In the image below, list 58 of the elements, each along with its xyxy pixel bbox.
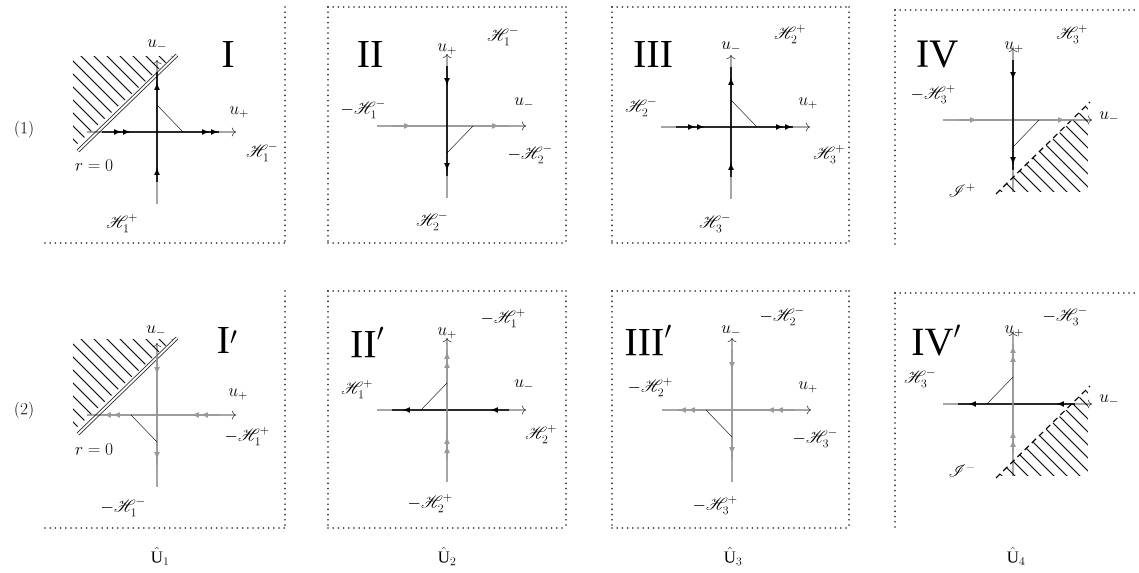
axis-label: $\mathscr{H}_1^-$ [246, 144, 277, 162]
axis-label: $u_+$ [798, 97, 817, 109]
column-label: $\hat{\mathrm{U}}_3$ [724, 546, 742, 566]
axis-label: $u_-$ [1099, 111, 1118, 120]
axis-label: $u_-$ [146, 325, 165, 334]
axis-label: $r=0$ [75, 443, 113, 455]
axis-label: $-\mathscr{H}_1^+$ [481, 308, 525, 328]
axis-label: $\mathscr{H}_1^-$ [487, 28, 518, 46]
axis-label: $\mathscr{H}_3^+$ [813, 144, 844, 164]
region-numeral: $\mathrm{IV}$ [917, 40, 958, 68]
row-label: $(2)$ [15, 401, 33, 419]
region-numeral: $\mathrm{I}'$ [218, 326, 237, 354]
axis-label: $u_+$ [228, 388, 247, 400]
axis-label: $\mathscr{H}_3^-$ [904, 370, 935, 388]
axis-label: $u_+$ [437, 43, 456, 55]
row-label: $(1)$ [15, 120, 33, 138]
axis-label: $-\mathscr{H}_1^+$ [225, 426, 269, 446]
axis-label: $r=0$ [75, 159, 113, 171]
axis-label: $u_-$ [721, 325, 740, 334]
axis-label: $u_-$ [147, 39, 166, 48]
axis-label: $-\mathscr{H}_3^-$ [1043, 308, 1087, 326]
axis-label: $u_+$ [437, 327, 456, 339]
axis-label: $\mathscr{H}_2^+$ [525, 424, 556, 444]
axis-label: $-\mathscr{H}_2^+$ [408, 493, 452, 513]
axis-label: $-\mathscr{H}_1^-$ [101, 499, 145, 517]
axis-label: $u_+$ [229, 106, 248, 118]
region-numeral: $\mathrm{I}$ [222, 40, 234, 68]
axis-label: $\mathscr{H}_2^-$ [416, 213, 447, 231]
axis-label: $\mathscr{H}_1^+$ [106, 213, 137, 233]
column-label: $\hat{\mathrm{U}}_4$ [1007, 546, 1025, 566]
axis-label: $u_-$ [514, 379, 533, 388]
region-numeral: $\mathrm{IV}'$ [912, 324, 960, 356]
axis-label: $\mathscr{H}_1^+$ [341, 379, 372, 399]
axis-label: $\mathscr{I}^-$ [949, 464, 975, 477]
axis-label: $-\mathscr{H}_1^-$ [341, 101, 385, 119]
axis-label: $-\mathscr{H}_2^-$ [760, 308, 804, 326]
axis-label: $\mathscr{I}^+$ [949, 183, 975, 197]
axis-label: $-\mathscr{H}_2^+$ [628, 377, 672, 397]
region-numeral: $\mathrm{II}'$ [351, 326, 384, 358]
axis-label: $u_+$ [1004, 325, 1023, 337]
axis-label: $u_+$ [798, 381, 817, 393]
axis-label: $-\mathscr{H}_3^+$ [911, 84, 955, 104]
axis-label: $\mathscr{H}_2^-$ [625, 99, 656, 117]
column-label: $\hat{\mathrm{U}}_2$ [438, 546, 456, 566]
axis-label: $\mathscr{H}_3^-$ [699, 215, 730, 233]
axis-label: $-\mathscr{H}_3^+$ [693, 495, 737, 515]
axis-label: $-\mathscr{H}_2^-$ [508, 146, 552, 164]
axis-label: $u_-$ [514, 97, 533, 106]
region-numeral: $\mathrm{III}'$ [625, 324, 671, 356]
axis-label: $-\mathscr{H}_3^-$ [793, 430, 837, 448]
axis-label: $\mathscr{H}_2^+$ [774, 24, 805, 44]
axis-label: $u_+$ [1004, 41, 1023, 53]
region-numeral: $\mathrm{III}$ [634, 40, 672, 68]
axis-label: $\mathscr{H}_3^+$ [1056, 24, 1087, 44]
column-label: $\hat{\mathrm{U}}_1$ [151, 546, 168, 566]
axis-label: $u_-$ [1099, 394, 1118, 403]
axis-label: $u_-$ [721, 41, 740, 50]
region-numeral: $\mathrm{II}$ [358, 40, 382, 68]
